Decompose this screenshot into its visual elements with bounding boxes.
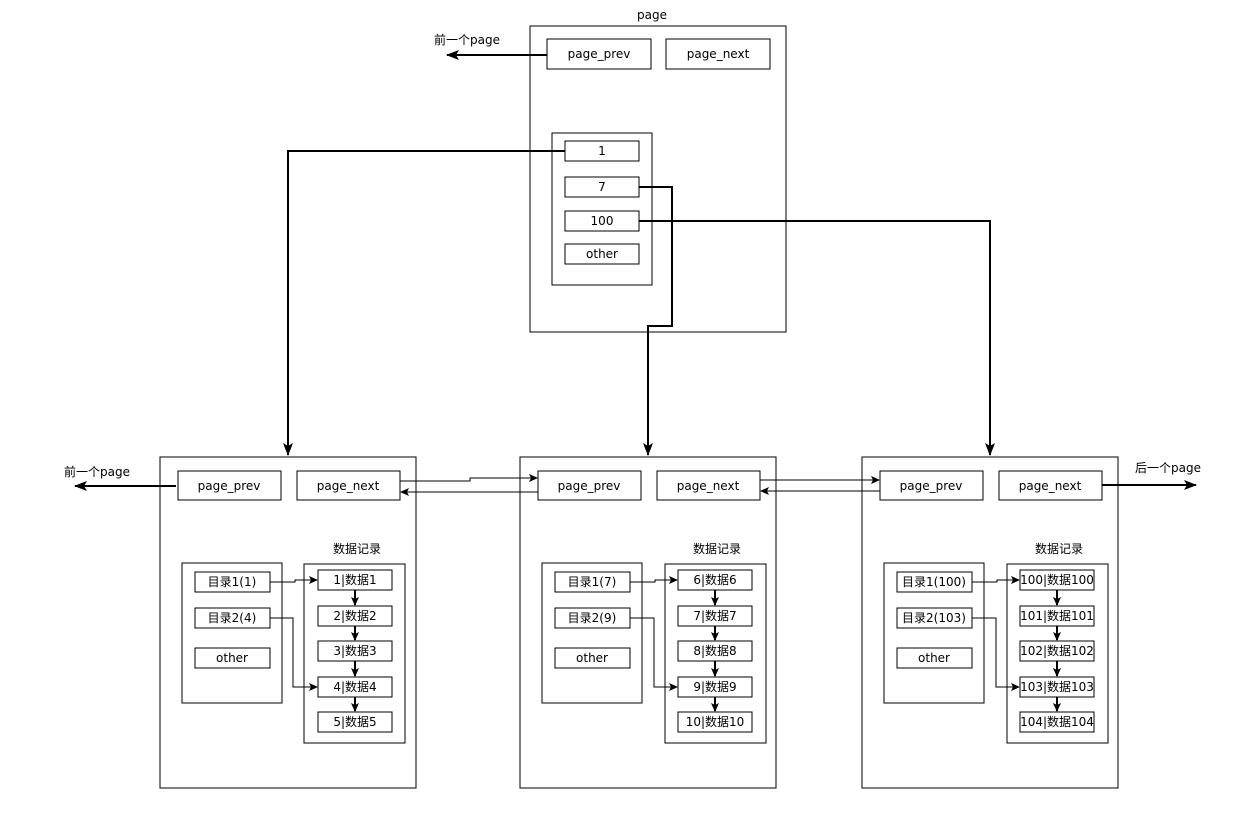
directory-entry-box [896,647,973,669]
leaf-prev-label: page_prev [198,479,261,493]
directory-group [883,562,985,704]
leaf-prev-box [177,470,282,501]
leaf-next-box [998,470,1103,501]
record-label: 102|数据102 [1020,643,1094,658]
leaf-page-1: page_prev page_next 目录1(1) 目录2(4) other … [64,456,417,789]
leaf-page-frame [861,456,1119,789]
link-entry-100 [639,220,995,456]
leaf-prev-label: page_prev [558,479,621,493]
directory-link [630,617,678,691]
directory-entry-label: 目录2(103) [902,611,966,625]
directory-entry-label: other [216,651,248,665]
leaf-page-2: page_prev page_next 目录1(7) 目录2(9) other … [519,456,777,789]
leaf-prev-box [879,470,984,501]
directory-group [541,562,643,704]
top-page-frame [529,25,787,333]
top-page-prev-box [546,38,652,70]
link-entry-7 [639,186,673,456]
record-label: 7|数据7 [693,608,736,623]
top-page-prev-label: page_prev [568,47,631,61]
record-label: 5|数据5 [333,714,376,729]
top-entry-label: 1 [598,144,606,158]
directory-entry-box [554,647,631,669]
record-label: 101|数据101 [1020,608,1094,623]
records-title: 数据记录 [333,541,381,556]
leaf-page-frame [159,456,417,789]
directory-link [972,617,1020,691]
directory-link [630,576,678,584]
record-label: 4|数据4 [333,679,376,694]
record-label: 1|数据1 [333,572,376,587]
leaf-next-box [296,470,401,501]
top-page-index-group [551,132,653,286]
top-page-title: page [637,8,667,22]
directory-entry-label: 目录2(9) [568,611,617,625]
leaf-next-label: page_next [677,479,740,493]
top-page: page page_prev page_next 1 7 100 other 前… [434,8,787,333]
directory-link [270,576,318,584]
leaf-page-3: page_prev page_next 目录1(100) 目录2(103) ot… [861,456,1201,789]
directory-entry-label: other [576,651,608,665]
leaf-next-label: page_next [317,479,380,493]
record-label: 103|数据103 [1020,679,1094,694]
record-box [677,711,753,733]
records-group [664,563,767,744]
left-caption: 前一个page [64,464,130,479]
directory-entry-label: 目录1(100) [902,575,966,589]
top-page-next-label: page_next [687,47,750,61]
records-group [303,563,406,744]
directory-link [972,576,1020,584]
records-group [1006,563,1109,744]
record-label: 3|数据3 [333,643,376,658]
leaf-next-label: page_next [1019,479,1082,493]
top-prev-caption: 前一个page [434,32,500,47]
top-entry-label: 100 [591,214,614,228]
leaf-page-frame [519,456,777,789]
directory-group [181,562,283,704]
record-box [317,711,393,733]
leaf-next-box [656,470,761,501]
record-label: 8|数据8 [693,643,736,658]
directory-link [270,617,318,691]
leaf-prev-box [537,470,642,501]
directory-entry-label: 目录2(4) [208,611,257,625]
leaf1-to-leaf2-next-link [400,474,538,482]
directory-entry-label: other [918,651,950,665]
record-label: 6|数据6 [693,572,736,587]
top-page-next-box [665,38,771,70]
record-box [1019,711,1095,733]
directory-entry-box [194,647,271,669]
record-label: 10|数据10 [686,714,745,729]
record-label: 104|数据104 [1020,714,1094,729]
leaf-prev-label: page_prev [900,479,963,493]
records-title: 数据记录 [1035,541,1083,556]
directory-entry-label: 目录1(7) [568,575,617,589]
top-entry-label: other [586,247,618,261]
link-entry-1 [283,150,565,456]
top-entry-label: 7 [598,180,606,194]
record-label: 9|数据9 [693,679,736,694]
right-caption: 后一个page [1135,461,1201,475]
directory-entry-label: 目录1(1) [208,575,257,589]
record-label: 100|数据100 [1020,572,1094,587]
top-entry-box [564,243,640,265]
record-label: 2|数据2 [333,608,376,623]
records-title: 数据记录 [693,541,741,556]
